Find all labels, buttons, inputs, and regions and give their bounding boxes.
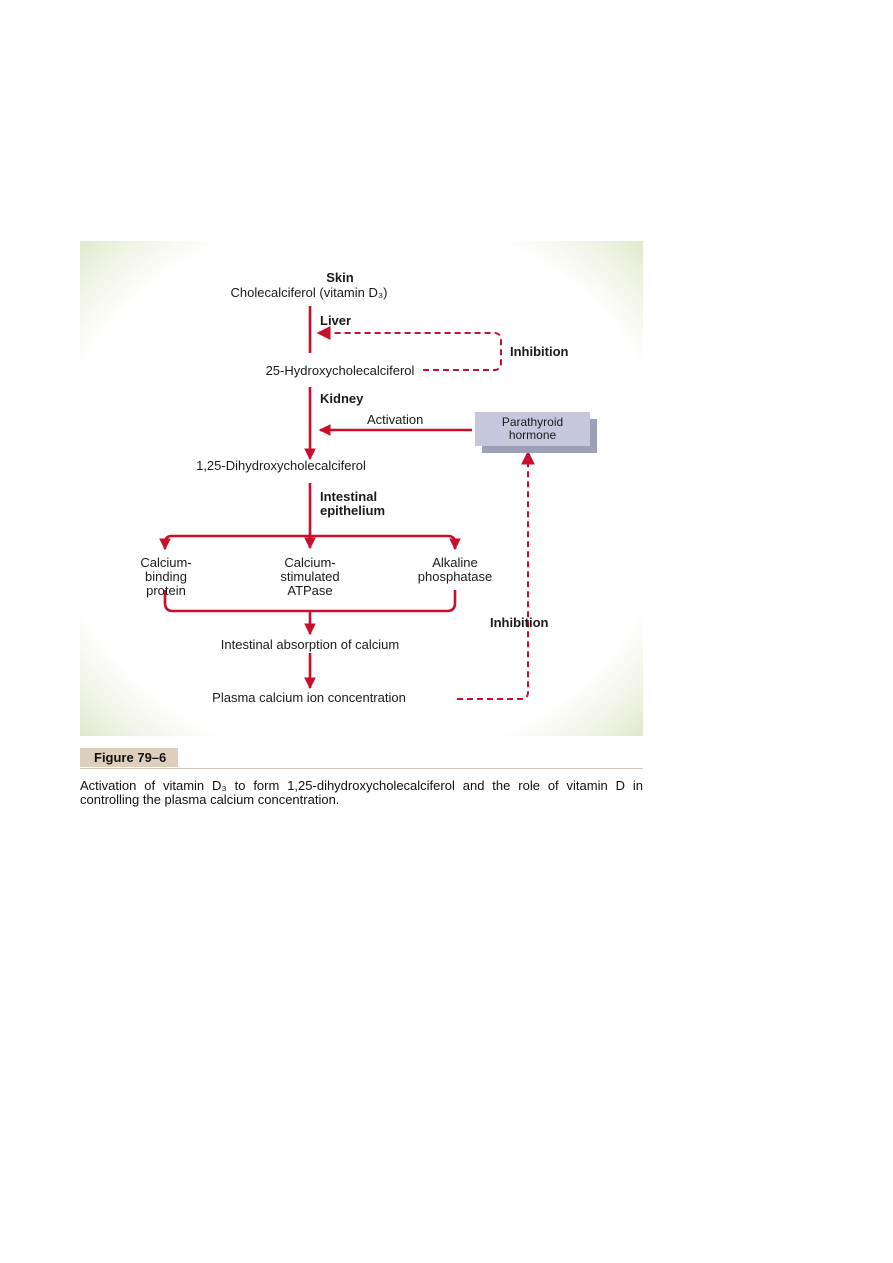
node-skin: Skin (326, 270, 354, 285)
label-kidney: Kidney (320, 391, 364, 406)
figure-panel: Skin Cholecalciferol (vitamin D₃) Liver … (80, 241, 643, 736)
node-plasma-calcium: Plasma calcium ion concentration (212, 690, 406, 705)
node-hydroxy: 25-Hydroxycholecalciferol (265, 363, 415, 378)
node-calcium-binding-protein: Calcium- binding protein (140, 555, 192, 598)
inhibition-feedback-pth (457, 450, 535, 700)
inhibition-feedback-liver (316, 326, 502, 371)
label-activation: Activation (367, 412, 424, 427)
label-liver: Liver (320, 313, 352, 328)
figure-label-bar: Figure 79–6 (80, 748, 643, 769)
label-intestinal-epithelium: Intestinal epithelium (320, 489, 386, 518)
label-inhibition-top: Inhibition (510, 344, 569, 359)
node-alkaline-phosphatase: Alkaline phosphatase (417, 555, 493, 584)
figure-caption: Activation of vitamin D₃ to form 1,25-di… (80, 778, 643, 807)
node-dihydroxy: 1,25-Dihydroxycholecalciferol (196, 458, 366, 473)
node-intestinal-absorption: Intestinal absorption of calcium (220, 637, 400, 652)
pth-label: Parathyroid hormone (501, 415, 564, 442)
branch-left (159, 534, 310, 551)
figure-label: Figure 79–6 (80, 748, 179, 767)
label-inhibition-right: Inhibition (490, 615, 549, 630)
node-calcium-atpase: Calcium- stimulated ATPase (280, 555, 340, 598)
branch-right (310, 534, 461, 551)
diagram-arrows (159, 306, 535, 700)
node-parathyroid-hormone: Parathyroid hormone (475, 412, 590, 446)
node-cholecalciferol: Cholecalciferol (vitamin D₃) (230, 285, 388, 300)
